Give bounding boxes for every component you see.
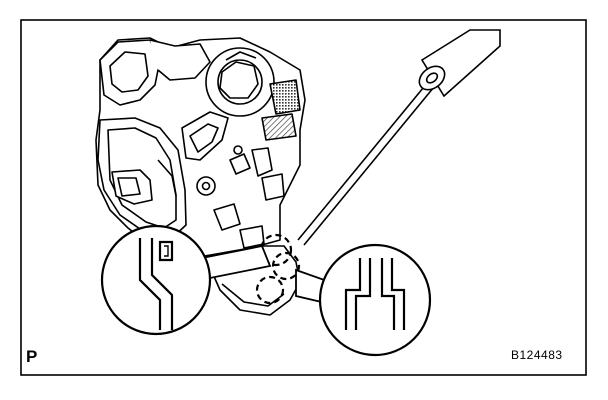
- figure-code-label: B124483: [511, 348, 563, 362]
- corner-letter-label: P: [26, 347, 38, 366]
- screwdriver-tool: [297, 29, 501, 246]
- figure-frame: [20, 19, 587, 376]
- target-markers: [255, 233, 301, 305]
- door-lock-assembly: [95, 37, 306, 316]
- right-detail-callout: [295, 243, 432, 357]
- left-detail-callout: [100, 224, 272, 336]
